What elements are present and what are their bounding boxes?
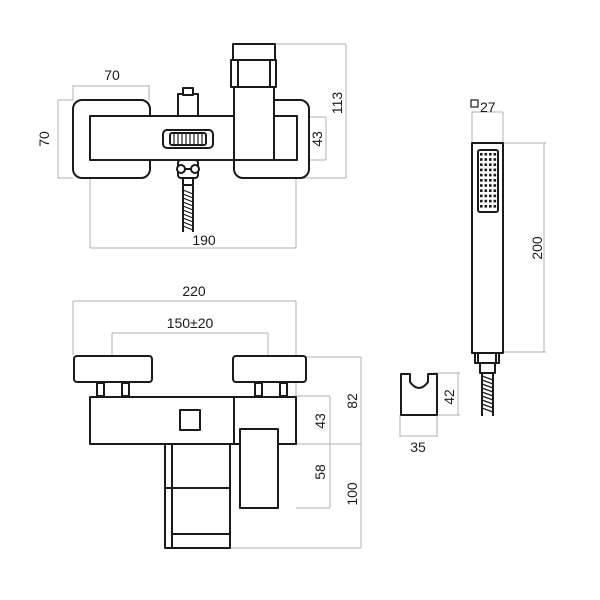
spray-nozzle	[489, 153, 492, 156]
dim-top-handle-depth: 70	[36, 131, 52, 147]
spray-nozzle	[484, 179, 488, 182]
spray-nozzle	[489, 168, 492, 172]
diverter-knob	[177, 87, 199, 117]
spray-nozzle	[480, 163, 483, 166]
top-view: 70 70 43 113 190	[36, 43, 347, 249]
spray-nozzle	[484, 189, 488, 192]
dim-holder-width: 35	[410, 439, 426, 455]
spray-nozzle	[489, 184, 492, 187]
hand-shower-hose	[481, 373, 494, 416]
outlet-grille	[162, 129, 214, 149]
spray-nozzle	[484, 184, 488, 187]
front-shower-outlet	[239, 428, 279, 509]
spray-nozzle	[484, 163, 488, 166]
shower-holder-view: 42 35	[399, 372, 460, 455]
front-left-stem	[96, 381, 130, 398]
spray-nozzle	[480, 168, 483, 172]
front-diverter-square	[179, 409, 201, 431]
spray-nozzle	[480, 189, 483, 192]
spray-nozzle	[489, 199, 492, 203]
spray-nozzle	[493, 205, 497, 208]
dim-front-centres: 150±20	[167, 315, 214, 331]
dim-holder-height: 42	[441, 389, 457, 405]
front-view-dimension-lines	[72, 300, 362, 549]
dim-shower-head-width: 27	[480, 99, 496, 115]
shower-spray-face	[477, 149, 499, 213]
spray-nozzle	[480, 199, 483, 203]
spray-nozzle	[489, 158, 492, 161]
spray-nozzle	[493, 173, 497, 177]
spray-nozzle	[484, 153, 488, 156]
spray-nozzle	[493, 163, 497, 166]
shower-holder	[400, 373, 438, 416]
spray-nozzle	[493, 199, 497, 203]
spray-nozzle	[480, 184, 483, 187]
spray-nozzle	[480, 194, 483, 198]
dim-top-handle-width: 70	[104, 67, 120, 83]
spray-nozzle	[480, 205, 483, 208]
front-right-handle	[232, 355, 307, 383]
spray-nozzle	[493, 189, 497, 192]
spray-nozzle	[493, 168, 497, 172]
spray-nozzle	[493, 158, 497, 161]
spray-nozzle	[489, 189, 492, 192]
holder-dimension-lines	[399, 372, 460, 437]
dim-front-overall-width: 220	[182, 283, 206, 299]
spray-nozzle	[489, 205, 492, 208]
spray-nozzle	[489, 173, 492, 177]
dim-top-overall-depth: 113	[329, 92, 345, 115]
spray-nozzle	[484, 173, 488, 177]
spray-nozzles	[480, 153, 497, 208]
front-view: 220 150±20 82 43 58 100	[72, 283, 362, 549]
dim-front-height-top: 82	[344, 393, 360, 409]
front-left-handle	[73, 355, 153, 383]
spray-nozzle	[484, 158, 488, 161]
top-hose	[182, 186, 194, 232]
spray-nozzle	[489, 194, 492, 198]
dim-front-spout-total: 100	[344, 482, 360, 506]
spray-nozzle	[493, 153, 497, 156]
spray-nozzle	[480, 158, 483, 161]
spray-nozzle	[484, 194, 488, 198]
spray-nozzle	[480, 179, 483, 182]
spray-nozzle	[484, 199, 488, 203]
front-right-stem	[254, 381, 288, 398]
square-section-icon	[470, 99, 479, 108]
spray-nozzle	[493, 194, 497, 198]
spray-nozzle	[480, 173, 483, 177]
dim-shower-length: 200	[529, 236, 545, 260]
spray-nozzle	[484, 168, 488, 172]
hand-shower-dimension-lines	[471, 111, 546, 353]
spray-nozzle	[493, 184, 497, 187]
spray-nozzle	[489, 163, 492, 166]
waterfall-spout	[164, 443, 231, 549]
dim-front-body-height: 43	[312, 413, 328, 429]
hand-shower-connector	[474, 352, 500, 374]
spray-nozzle	[493, 179, 497, 182]
dim-top-body-depth: 43	[309, 131, 325, 147]
spray-nozzle	[489, 179, 492, 182]
shower-outlet-tower	[230, 43, 277, 161]
hose-nut	[176, 159, 200, 186]
spray-nozzle	[484, 205, 488, 208]
dim-front-spout-drop: 58	[312, 464, 328, 480]
spray-nozzle	[480, 153, 483, 156]
dim-top-body-length: 190	[192, 232, 216, 248]
hand-shower-view: 27 200	[470, 99, 546, 416]
